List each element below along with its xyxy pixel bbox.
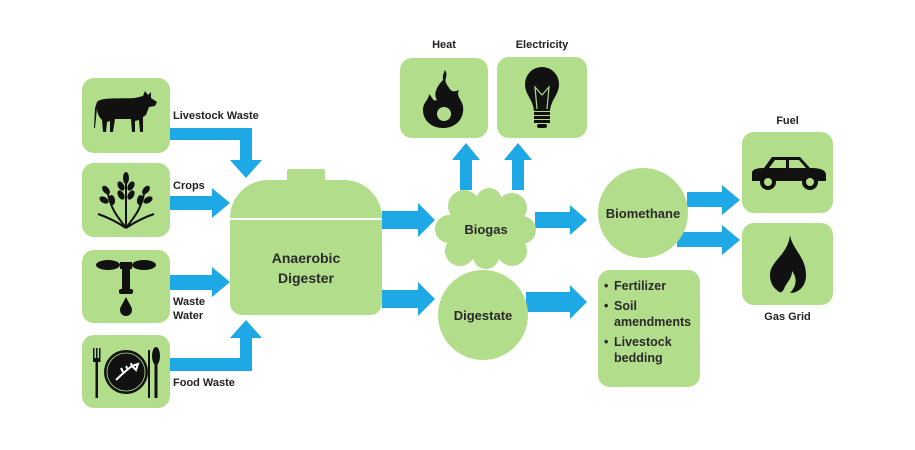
wastewater-box: [82, 250, 170, 323]
list-item-soil-amendments: Soil amendments: [604, 298, 691, 330]
digester-label-line2: Digester: [277, 269, 335, 286]
digestate-circle: Digestate: [438, 270, 528, 360]
list-item-text: Fertilizer: [614, 279, 667, 293]
label-electricity: Electricity: [515, 39, 569, 51]
arrow-digestate-to-list: [526, 285, 587, 319]
list-item-fertilizer: Fertilizer: [604, 278, 691, 294]
arrow-biomethane-to-fuel: [687, 185, 740, 215]
car-icon: [751, 156, 826, 190]
label-fuel: Fuel: [776, 115, 799, 127]
list-item-text: Soil: [614, 299, 637, 313]
foodwaste-box: [82, 335, 170, 408]
digester-label-line1: Anaerobic: [271, 249, 341, 266]
arrow-biogas-to-electricity: [504, 143, 532, 190]
arrow-water-to-digester: [170, 267, 230, 297]
arrow-digester-to-biogas: [382, 203, 435, 237]
digester-body: Anaerobic Digester: [230, 220, 382, 315]
list-item-text: Livestock: [614, 335, 672, 349]
electricity-box: [497, 57, 587, 138]
flame-icon: [423, 70, 464, 128]
fuel-box: [742, 132, 833, 213]
biomethane-circle: Biomethane: [598, 168, 688, 258]
gas-flame-icon: [769, 235, 806, 293]
digester-lid: [287, 169, 325, 181]
light-bulb-icon: [525, 66, 559, 128]
biogas-cloud: [435, 188, 536, 269]
label-waste-water-line2: Water: [173, 310, 204, 322]
digestate-uses-list: Fertilizer Soil amendments Livestock beddi…: [604, 278, 691, 370]
label-livestock-waste: Livestock Waste: [173, 110, 259, 122]
label-gas-grid: Gas Grid: [764, 311, 811, 323]
cow-icon: [94, 91, 157, 132]
biogas-label: Biogas: [464, 221, 508, 237]
list-item-livestock-bedding: Livestock bedding: [604, 334, 691, 366]
label-waste-water-line1: Waste: [173, 296, 205, 308]
digester-dome: [230, 180, 382, 218]
arrow-biomethane-to-gasgrid: [677, 225, 740, 255]
list-item-text: bedding: [614, 351, 663, 365]
gasgrid-box: [742, 223, 833, 305]
arrow-livestock-to-digester: [170, 128, 262, 178]
plate-fishbone-icon: [93, 346, 160, 398]
livestock-box: [82, 78, 170, 153]
heat-box: [400, 58, 488, 138]
label-crops: Crops: [173, 180, 205, 192]
faucet-drop-icon: [96, 259, 156, 316]
arrow-biogas-to-heat: [452, 143, 480, 190]
label-heat: Heat: [432, 39, 456, 51]
arrow-food-to-digester: [170, 320, 262, 371]
wheat-icon: [97, 172, 155, 229]
label-food-waste: Food Waste: [173, 377, 235, 389]
arrow-digester-to-digestate: [382, 282, 435, 316]
crops-box: [82, 163, 170, 237]
arrow-crops-to-digester: [170, 188, 230, 218]
digestate-uses-box: Fertilizer Soil amendments Livestock beddi…: [598, 270, 700, 387]
list-item-text: amendments: [614, 315, 692, 329]
arrow-biogas-to-biomethane: [535, 205, 587, 235]
